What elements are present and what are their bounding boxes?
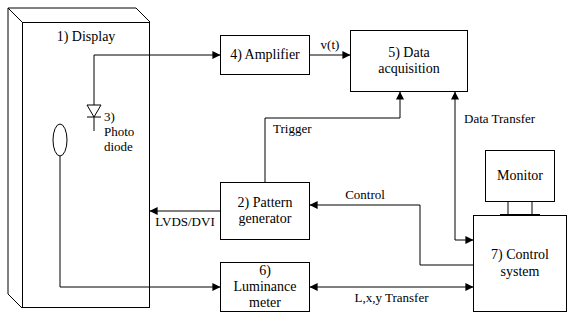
monitor-stand bbox=[500, 202, 540, 215]
monitor-box: Monitor bbox=[485, 150, 555, 202]
signal-connector bbox=[310, 55, 350, 56]
node-label: 2) Pattern generator bbox=[227, 195, 303, 227]
node-label: 1) Display bbox=[57, 29, 116, 45]
pattern-generator-box: 2) Pattern generator bbox=[220, 182, 310, 240]
node-label: 6) Luminance meter bbox=[227, 263, 303, 311]
display-side-face bbox=[8, 8, 22, 308]
signal-connector bbox=[265, 92, 400, 182]
display-top-face bbox=[8, 8, 150, 22]
node-label: Monitor bbox=[497, 168, 543, 184]
edge-label: Control bbox=[343, 188, 387, 202]
diode-symbol bbox=[84, 95, 104, 135]
signal-connector bbox=[94, 55, 220, 95]
signal-connector bbox=[60, 156, 220, 287]
edge-label: Data Transfer bbox=[462, 112, 537, 126]
amplifier-box: 4) Amplifier bbox=[220, 35, 310, 75]
luminance-meter-box: 6) Luminance meter bbox=[220, 262, 310, 312]
node-label: 5) Data acquisition bbox=[357, 45, 461, 77]
edge-label: LVDS/DVI bbox=[153, 215, 216, 229]
signal-connector bbox=[310, 287, 473, 288]
data-acquisition-box: 5) Data acquisition bbox=[350, 30, 468, 92]
display-housing bbox=[8, 8, 150, 308]
display-panel: 1) Display 3) Photo diode bbox=[22, 22, 150, 308]
node-label: 3) Photo diode bbox=[104, 110, 148, 155]
edge-label: Trigger bbox=[271, 122, 314, 136]
edge-label: v(t) bbox=[319, 38, 342, 52]
edge-label: L,x,y Transfer bbox=[352, 291, 430, 305]
signal-connector bbox=[310, 205, 473, 265]
connector-group bbox=[60, 55, 540, 287]
node-label: 7) Control system bbox=[480, 247, 560, 279]
node-label: 4) Amplifier bbox=[230, 47, 300, 63]
signal-connector bbox=[150, 211, 220, 212]
control-system-box: 7) Control system bbox=[473, 215, 567, 312]
luminance-probe-spot bbox=[53, 124, 67, 156]
photo-diode: 3) Photo diode bbox=[84, 95, 148, 157]
